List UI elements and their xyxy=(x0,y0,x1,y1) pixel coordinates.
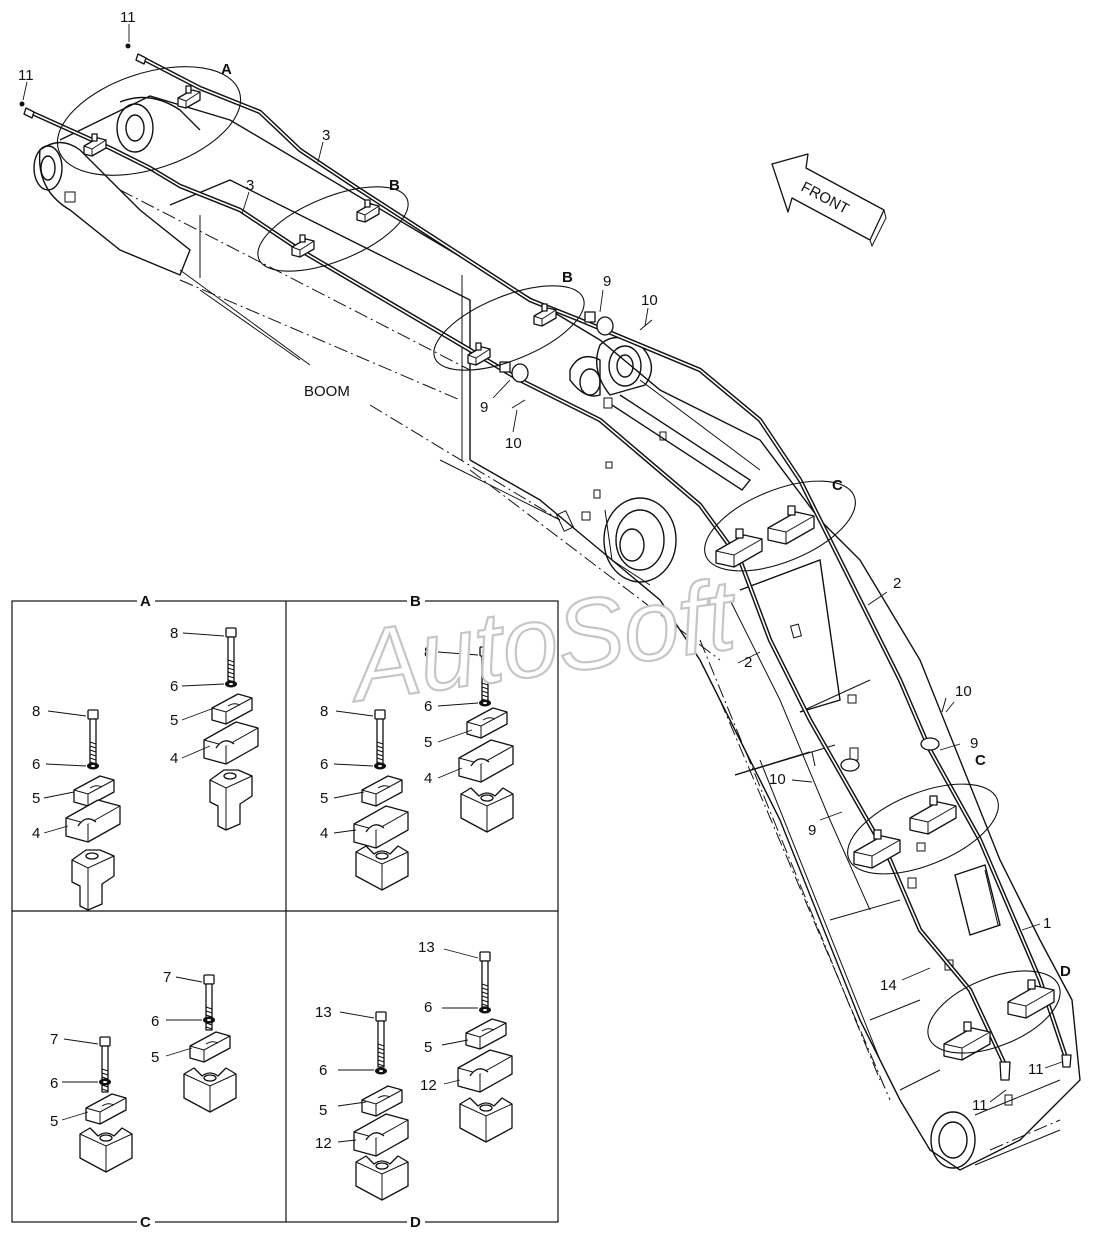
detail-c-panel: 7 6 5 7 6 5 xyxy=(50,969,237,1173)
label-11-top: 11 xyxy=(120,9,136,26)
svg-text:6: 6 xyxy=(170,678,178,695)
main-view-labels: 11 11 A 3 3 B B 9 10 9 10 C 2 2 10 9 C 1… xyxy=(18,9,1071,1114)
detail-b-panel: 8 6 5 4 8 6 5 4 xyxy=(320,644,514,891)
boom-label: BOOM xyxy=(304,383,350,400)
panel-d-title: D xyxy=(410,1214,421,1231)
svg-text:13: 13 xyxy=(418,939,435,956)
label-10-right: 10 xyxy=(955,683,972,700)
label-c-callout-2: C xyxy=(975,752,986,769)
svg-text:8: 8 xyxy=(170,625,178,642)
svg-text:5: 5 xyxy=(32,790,40,807)
label-a-callout: A xyxy=(221,61,232,78)
svg-text:6: 6 xyxy=(50,1075,58,1092)
svg-text:4: 4 xyxy=(424,770,432,787)
svg-text:5: 5 xyxy=(50,1113,58,1130)
hydraulic-tubes xyxy=(19,43,1072,1081)
panel-a-title: A xyxy=(140,593,151,610)
label-1: 1 xyxy=(1043,915,1051,932)
svg-text:12: 12 xyxy=(420,1077,437,1094)
label-3-upper: 3 xyxy=(322,127,330,144)
label-14: 14 xyxy=(880,977,897,994)
label-d-callout: D xyxy=(1060,963,1071,980)
label-9-right: 9 xyxy=(970,735,978,752)
label-10-lower: 10 xyxy=(505,435,522,452)
label-b-callout-2: B xyxy=(562,269,573,286)
label-10-mid: 10 xyxy=(769,771,786,788)
detail-callout-ellipses xyxy=(56,66,1061,1054)
svg-text:6: 6 xyxy=(151,1013,159,1030)
svg-text:8: 8 xyxy=(32,703,40,720)
label-3-lower: 3 xyxy=(246,177,254,194)
svg-text:6: 6 xyxy=(424,698,432,715)
svg-text:5: 5 xyxy=(319,1102,327,1119)
svg-text:5: 5 xyxy=(170,712,178,729)
label-b-callout-1: B xyxy=(389,177,400,194)
label-11-bottom: 11 xyxy=(972,1097,988,1114)
label-c-callout-1: C xyxy=(832,477,843,494)
svg-text:13: 13 xyxy=(315,1004,332,1021)
svg-text:4: 4 xyxy=(32,825,40,842)
label-11-right: 11 xyxy=(1028,1061,1044,1078)
label-9-upper: 9 xyxy=(603,273,611,290)
panel-c-title: C xyxy=(140,1214,151,1231)
label-11-left: 11 xyxy=(18,67,34,84)
label-9-lower: 9 xyxy=(480,399,488,416)
svg-text:5: 5 xyxy=(424,1039,432,1056)
svg-text:12: 12 xyxy=(315,1135,332,1152)
detail-d-panel: 13 6 5 12 13 6 5 12 xyxy=(315,939,513,1201)
svg-text:6: 6 xyxy=(320,756,328,773)
svg-text:8: 8 xyxy=(424,644,432,661)
label-2-right: 2 xyxy=(893,575,901,592)
svg-text:6: 6 xyxy=(424,999,432,1016)
label-9-mid: 9 xyxy=(808,822,816,839)
boom-body xyxy=(33,95,1081,1171)
svg-text:6: 6 xyxy=(32,756,40,773)
main-leaders xyxy=(22,24,1063,1103)
panel-b-title: B xyxy=(410,593,421,610)
svg-text:5: 5 xyxy=(151,1049,159,1066)
front-arrow: FRONT xyxy=(771,153,887,248)
svg-text:6: 6 xyxy=(319,1062,327,1079)
svg-text:8: 8 xyxy=(320,703,328,720)
svg-text:5: 5 xyxy=(320,790,328,807)
detail-a-panel: 8 6 5 4 8 6 5 4 xyxy=(32,625,259,911)
svg-text:7: 7 xyxy=(163,969,171,986)
svg-text:7: 7 xyxy=(50,1031,58,1048)
svg-text:4: 4 xyxy=(170,750,178,767)
svg-text:5: 5 xyxy=(424,734,432,751)
label-2-left: 2 xyxy=(744,654,752,671)
svg-text:4: 4 xyxy=(320,825,328,842)
label-10-upper: 10 xyxy=(641,292,658,309)
